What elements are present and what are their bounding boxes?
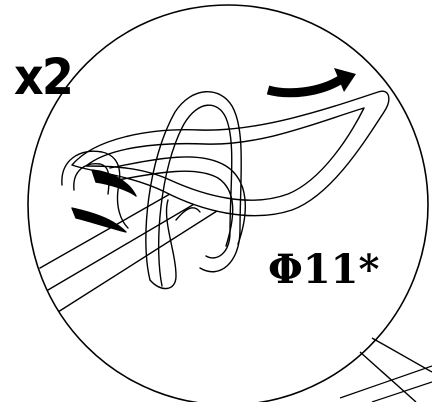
repeat-count-label: x2 [14,52,72,102]
diameter-size-label: Φ11* [268,250,379,290]
